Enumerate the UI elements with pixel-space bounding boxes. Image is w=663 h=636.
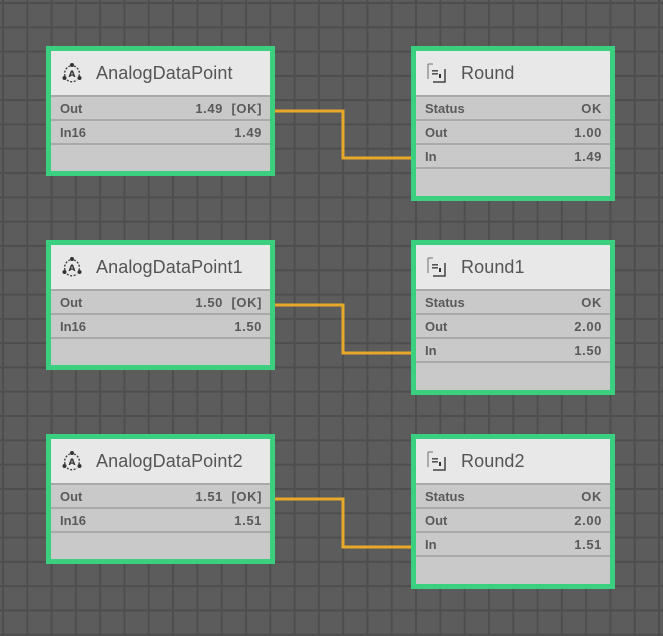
svg-text:A: A — [69, 458, 76, 468]
port-value: 2.00 — [574, 512, 602, 528]
port-row-in16[interactable]: In16 1.49 — [51, 121, 270, 145]
link-analog1-round1[interactable] — [275, 303, 411, 355]
port-label: Out — [60, 100, 83, 116]
port-label: In16 — [60, 124, 87, 140]
port-value: 1.50 — [234, 318, 262, 334]
port-label: Status — [425, 294, 465, 310]
port-label: In — [425, 536, 437, 552]
node-header[interactable]: A AnalogDataPoint — [51, 51, 270, 97]
port-label: Out — [425, 318, 448, 334]
port-row-status[interactable]: Status OK — [416, 291, 610, 315]
port-value: 1.49 — [574, 148, 602, 164]
link-analog0-round0[interactable] — [275, 109, 411, 160]
port-row-in[interactable]: In 1.50 — [416, 339, 610, 363]
port-row-status[interactable]: Status OK — [416, 485, 610, 509]
port-label: In16 — [60, 318, 87, 334]
analog-data-point-icon: A — [60, 255, 84, 279]
port-label: In — [425, 148, 437, 164]
node-round[interactable]: Round Status OK Out 1.00 In 1.49 — [411, 46, 615, 201]
port-value: 2.00 — [574, 318, 602, 334]
node-title: Round — [461, 62, 515, 83]
node-header[interactable]: Round1 — [416, 245, 610, 291]
port-value: 1.51 — [234, 512, 262, 528]
svg-text:A: A — [69, 70, 76, 80]
port-row-empty — [51, 145, 270, 169]
port-label: In16 — [60, 512, 87, 528]
round-function-icon — [425, 255, 449, 279]
port-value: OK — [581, 294, 602, 310]
svg-text:A: A — [69, 264, 76, 274]
port-label: Out — [425, 512, 448, 528]
node-analog-data-point-1[interactable]: A AnalogDataPoint1 Out 1.50 [OK] In16 1.50 — [46, 240, 275, 370]
node-analog-data-point[interactable]: A AnalogDataPoint Out 1.49 [OK] In16 1.49 — [46, 46, 275, 176]
port-value: OK — [581, 488, 602, 504]
port-row-in[interactable]: In 1.49 — [416, 145, 610, 169]
node-title: Round2 — [461, 450, 525, 471]
port-label: Status — [425, 488, 465, 504]
port-label: Out — [60, 294, 83, 310]
port-row-out[interactable]: Out 1.49 [OK] — [51, 97, 270, 121]
node-header[interactable]: Round — [416, 51, 610, 97]
node-analog-data-point-2[interactable]: A AnalogDataPoint2 Out 1.51 [OK] In16 1.51 — [46, 434, 275, 564]
port-label: Out — [60, 488, 83, 504]
port-label: Status — [425, 100, 465, 116]
port-label: Out — [425, 124, 448, 140]
node-header[interactable]: A AnalogDataPoint1 — [51, 245, 270, 291]
node-title: Round1 — [461, 256, 525, 277]
port-row-empty — [416, 169, 610, 193]
port-row-out[interactable]: Out 1.00 — [416, 121, 610, 145]
port-row-in16[interactable]: In16 1.51 — [51, 509, 270, 533]
port-value: 1.50 — [574, 342, 602, 358]
node-title: AnalogDataPoint1 — [96, 256, 243, 277]
port-label: In — [425, 342, 437, 358]
round-function-icon — [425, 61, 449, 85]
node-round-1[interactable]: Round1 Status OK Out 2.00 In 1.50 — [411, 240, 615, 395]
round-function-icon — [425, 449, 449, 473]
port-row-in[interactable]: In 1.51 — [416, 533, 610, 557]
port-row-out[interactable]: Out 2.00 — [416, 509, 610, 533]
port-row-empty — [416, 363, 610, 387]
node-title: AnalogDataPoint — [96, 62, 233, 83]
port-row-empty — [51, 533, 270, 557]
port-row-in16[interactable]: In16 1.50 — [51, 315, 270, 339]
node-round-2[interactable]: Round2 Status OK Out 2.00 In 1.51 — [411, 434, 615, 589]
port-row-out[interactable]: Out 1.50 [OK] — [51, 291, 270, 315]
port-value: 1.51 [OK] — [195, 488, 262, 504]
port-value: 1.49 — [234, 124, 262, 140]
port-row-out[interactable]: Out 1.51 [OK] — [51, 485, 270, 509]
port-value: 1.00 — [574, 124, 602, 140]
port-row-status[interactable]: Status OK — [416, 97, 610, 121]
node-header[interactable]: Round2 — [416, 439, 610, 485]
analog-data-point-icon: A — [60, 449, 84, 473]
port-row-out[interactable]: Out 2.00 — [416, 315, 610, 339]
analog-data-point-icon: A — [60, 61, 84, 85]
node-header[interactable]: A AnalogDataPoint2 — [51, 439, 270, 485]
port-row-empty — [416, 557, 610, 581]
node-title: AnalogDataPoint2 — [96, 450, 243, 471]
port-value: 1.50 [OK] — [195, 294, 262, 310]
port-row-empty — [51, 339, 270, 363]
port-value: OK — [581, 100, 602, 116]
port-value: 1.51 — [574, 536, 602, 552]
port-value: 1.49 [OK] — [195, 100, 262, 116]
link-analog2-round2[interactable] — [275, 497, 411, 549]
